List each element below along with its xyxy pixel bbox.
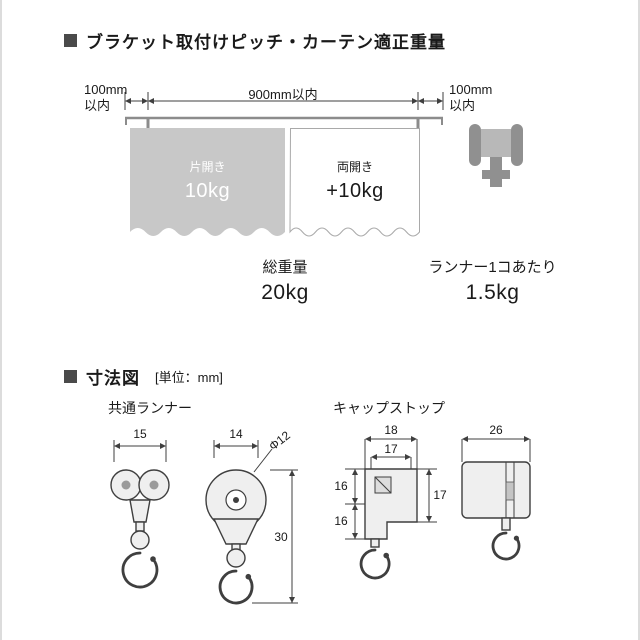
bracket-icon (469, 124, 523, 187)
runner-weight-label: ランナー1コあたり (428, 259, 557, 276)
total-weight-value: 20kg (261, 281, 309, 304)
runner-height-dim: 30 (274, 530, 288, 544)
right-edge-border (638, 0, 640, 640)
cap-lower-height-dim: 16 (334, 514, 348, 528)
runner-drawing-heading: 共通ランナー (108, 400, 192, 416)
dim-right-value: 100mm (449, 82, 493, 97)
section2-title-row: 寸法図 [単位：mm] (64, 364, 223, 389)
curtain-double-text: 両開き +10kg (290, 158, 420, 203)
cap-right-height-dim: 17 (433, 488, 447, 502)
runner-wheel-diameter-dim: Φ12 (266, 428, 293, 453)
dim-right-unit: 以内 (449, 98, 476, 113)
dim-label-center: 900mm以内 (248, 87, 318, 102)
curtain-single-shape (130, 128, 285, 236)
section2-title: 寸法図 (86, 369, 140, 388)
pitch-dimension-diagram (124, 92, 444, 129)
cap-upper-height-dim: 16 (334, 479, 348, 493)
cap-outer-width-dim: 18 (384, 423, 398, 437)
section1-title: ブラケット取付けピッチ・カーテン適正重量 (86, 33, 446, 52)
left-edge-border (0, 0, 2, 640)
runner-weight-value: 1.5kg (465, 281, 520, 304)
dim-label-right: 100mm 以内 (449, 82, 492, 114)
runner-front-width-dim: 14 (229, 427, 243, 441)
curtain-single-label: 片開き (189, 160, 226, 174)
total-weight-label: 総重量 (262, 259, 308, 276)
runner-side-width-dim: 15 (133, 427, 147, 441)
section1-title-row: ブラケット取付けピッチ・カーテン適正重量 (64, 28, 446, 53)
cap-inner-width-dim: 17 (384, 442, 398, 456)
cap-stop-side-drawing: 18 17 16 16 17 (334, 423, 447, 580)
cap-stop-front-drawing: 26 (461, 423, 531, 561)
curtain-double-label: 両開き (336, 160, 373, 174)
total-weight-block: 総重量 20kg (225, 256, 345, 305)
cap-drawing-heading: キャップストップ (333, 400, 445, 416)
curtain-double-shape (289, 128, 420, 237)
runner-weight-block: ランナー1コあたり 1.5kg (405, 256, 580, 305)
dim-left-value: 100mm (84, 82, 128, 97)
section2-bullet-square (64, 370, 77, 383)
cap-front-width-dim: 26 (489, 423, 503, 437)
runner-front-drawing: 14 Φ12 30 (205, 427, 298, 605)
dim-label-left: 100mm 以内 (84, 82, 127, 114)
section1-bullet-square (64, 34, 77, 47)
curtain-double-illustration: 両開き +10kg (289, 128, 420, 246)
runner-side-drawing: 15 (110, 427, 170, 589)
curtain-single-text: 片開き 10kg (130, 158, 285, 203)
curtain-single-weight: 10kg (184, 180, 231, 202)
curtain-single-illustration: 片開き 10kg (130, 128, 285, 246)
curtain-double-weight: +10kg (326, 180, 384, 202)
dim-left-unit: 以内 (84, 98, 111, 113)
section2-unit: [単位：mm] (155, 370, 223, 385)
